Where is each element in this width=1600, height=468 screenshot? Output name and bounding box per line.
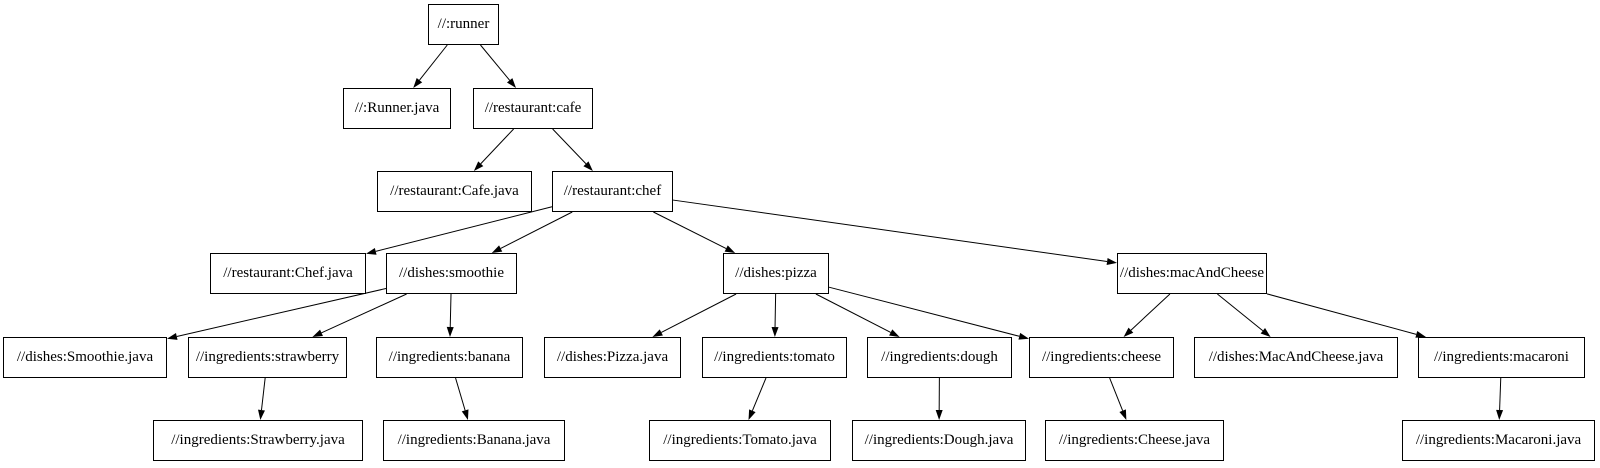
graph-edge-cafe-to-cafe-java	[473, 128, 514, 171]
arrowhead-icon	[1106, 258, 1117, 265]
graph-edge-cafe-to-chef	[552, 128, 593, 171]
arrowhead-icon	[889, 329, 900, 337]
arrowhead-icon	[491, 245, 503, 253]
arrowhead-icon	[1123, 327, 1134, 337]
graph-node-cafe: //restaurant:cafe	[473, 88, 593, 129]
graph-node-mac-and-cheese: //dishes:macAndCheese	[1117, 253, 1267, 294]
graph-edge-pizza-to-pizza-java	[652, 293, 737, 337]
graph-node-strawberry-java: //ingredients:Strawberry.java	[153, 420, 363, 461]
graph-node-smoothie-java: //dishes:Smoothie.java	[3, 337, 167, 378]
graph-edge-smoothie-to-smoothie-java	[167, 288, 387, 340]
graph-node-tomato: //ingredients:tomato	[702, 337, 847, 378]
graph-edge-mac-and-cheese-to-cheese	[1123, 293, 1171, 337]
graph-edge-runner-to-cafe	[480, 44, 517, 88]
graph-edge-dough-to-dough-java	[935, 377, 943, 420]
arrowhead-icon	[506, 78, 517, 88]
graph-node-tomato-java: //ingredients:Tomato.java	[649, 420, 831, 461]
graph-edge-pizza-to-dough	[815, 293, 900, 337]
graph-edge-cheese-to-cheese-java	[1109, 377, 1127, 420]
graph-node-dough: //ingredients:dough	[867, 337, 1012, 378]
graph-node-pizza-java: //dishes:Pizza.java	[544, 337, 681, 378]
arrowhead-icon	[1260, 327, 1271, 337]
graph-node-chef-java: //restaurant:Chef.java	[210, 253, 366, 294]
graph-edge-banana-to-banana-java	[455, 377, 469, 420]
graph-node-cafe-java: //restaurant:Cafe.java	[377, 171, 532, 212]
arrowhead-icon	[1119, 409, 1127, 420]
arrowhead-icon	[461, 409, 469, 420]
arrowhead-icon	[446, 326, 454, 337]
arrowhead-icon	[366, 247, 377, 255]
graph-node-dough-java: //ingredients:Dough.java	[852, 420, 1026, 461]
graph-node-banana-java: //ingredients:Banana.java	[383, 420, 565, 461]
graph-node-smoothie: //dishes:smoothie	[386, 253, 517, 294]
arrowhead-icon	[473, 161, 484, 171]
graph-edge-smoothie-to-banana	[446, 293, 454, 337]
arrowhead-icon	[413, 77, 423, 88]
graph-edge-chef-to-chef-java	[366, 206, 553, 255]
graph-node-mac-and-cheese-java: //dishes:MacAndCheese.java	[1194, 337, 1398, 378]
graph-node-pizza: //dishes:pizza	[723, 253, 829, 294]
arrowhead-icon	[258, 409, 265, 420]
graph-edge-runner-to-runner-java	[413, 44, 448, 88]
graph-edge-mac-and-cheese-to-mac-and-cheese-java	[1217, 293, 1271, 337]
graph-node-cheese: //ingredients:cheese	[1029, 337, 1174, 378]
arrowhead-icon	[167, 333, 178, 340]
graph-node-banana: //ingredients:banana	[376, 337, 523, 378]
graph-edge-pizza-to-tomato	[771, 293, 779, 337]
graph-node-runner-java: //:Runner.java	[343, 88, 451, 129]
graph-edge-chef-to-smoothie	[491, 211, 573, 253]
graph-edge-tomato-to-tomato-java	[748, 377, 767, 420]
graph-edge-mac-and-cheese-to-macaroni	[1266, 293, 1426, 338]
graph-edge-pizza-to-cheese	[828, 286, 1029, 340]
graph-node-strawberry: //ingredients:strawberry	[188, 337, 347, 378]
graph-node-chef: //restaurant:chef	[552, 171, 673, 212]
arrowhead-icon	[748, 409, 756, 420]
graph-edge-chef-to-pizza	[653, 211, 736, 253]
graph-node-macaroni-java: //ingredients:Macaroni.java	[1402, 420, 1595, 461]
graph-edge-macaroni-to-macaroni-java	[1496, 377, 1504, 420]
arrowhead-icon	[1018, 332, 1029, 340]
arrowhead-icon	[652, 329, 663, 337]
graph-node-macaroni: //ingredients:macaroni	[1418, 337, 1585, 378]
arrowhead-icon	[583, 161, 593, 171]
arrowhead-icon	[771, 326, 779, 337]
graph-edge-strawberry-to-strawberry-java	[258, 377, 266, 420]
graph-edge-smoothie-to-strawberry	[312, 293, 407, 337]
arrowhead-icon	[312, 329, 323, 337]
graph-node-cheese-java: //ingredients:Cheese.java	[1045, 420, 1224, 461]
graph-node-runner: //:runner	[428, 4, 499, 45]
arrowhead-icon	[935, 409, 943, 420]
arrowhead-icon	[724, 245, 736, 253]
arrowhead-icon	[1496, 409, 1504, 420]
